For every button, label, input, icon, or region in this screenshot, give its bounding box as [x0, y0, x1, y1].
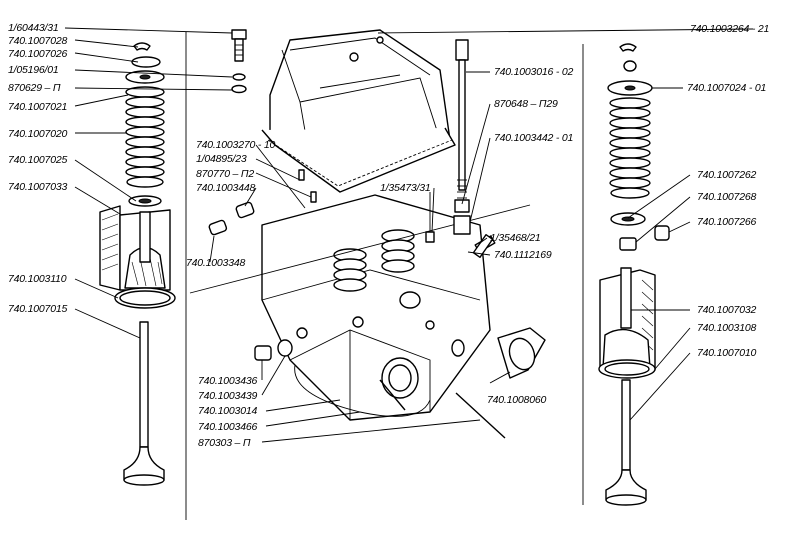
label-160443-31: 1/60443/31 — [8, 22, 59, 34]
label-1003110: 740.1003110 — [8, 273, 67, 285]
valve-cover — [261, 29, 456, 193]
label-1007015: 740.1007015 — [8, 303, 67, 315]
label-1003448: 740.1003448 — [196, 182, 255, 194]
label-1003016-02: 740.1003016 - 02 — [494, 66, 573, 78]
stud-top — [455, 39, 469, 61]
cylinder-head — [189, 194, 531, 421]
label-1003264-21: 740.1003264 - 21 — [690, 23, 769, 35]
label-1003436: 740.1003436 — [198, 375, 257, 387]
head-valve-springs — [333, 229, 415, 292]
label-1003466: 740.1003466 — [198, 421, 257, 433]
valve-spring-outer — [125, 86, 165, 188]
part-labels: 1/60443/31 740.1007028 740.1007026 1/051… — [8, 22, 769, 449]
cap-1007266 — [654, 225, 670, 241]
valve-spring-right — [609, 97, 651, 199]
plug-1003436 — [254, 345, 272, 361]
label-105196-01: 1/05196/01 — [8, 64, 59, 76]
leader-lines — [64, 27, 754, 443]
washer-1003439 — [277, 339, 293, 357]
valve-guide-left — [139, 211, 151, 263]
label-1007266: 740.1007266 — [697, 216, 756, 228]
label-1007026: 740.1007026 — [8, 48, 67, 60]
stud-assembly — [425, 39, 494, 259]
label-1007010: 740.1007010 — [697, 347, 756, 359]
label-870629: 870629 – П — [8, 82, 61, 94]
head-bolt-line — [189, 204, 531, 294]
bolt-head — [231, 29, 247, 40]
stud-shaft — [458, 59, 466, 191]
plug-1003448 — [235, 201, 255, 219]
label-1007262: 740.1007262 — [697, 169, 756, 181]
label-1003442-01: 740.1003442 - 01 — [494, 132, 573, 144]
label-1003439: 740.1003439 — [198, 390, 257, 402]
label-1007024-01: 740.1007024 - 01 — [687, 82, 766, 94]
left-valve-assembly — [99, 29, 247, 486]
valve-guide-right — [620, 267, 632, 329]
label-1007028: 740.1007028 — [8, 35, 67, 47]
label-1007021: 740.1007021 — [8, 101, 67, 113]
plug-1003348 — [208, 219, 228, 236]
label-135473-31: 1/35473/31 — [380, 182, 431, 194]
washer-2 — [231, 84, 247, 94]
valve-keeper — [133, 42, 151, 51]
sleeve-1003442 — [453, 215, 471, 235]
label-1112169: 740.1112169 — [494, 249, 552, 261]
label-1003270-10: 740.1003270 - 10 — [196, 139, 275, 151]
label-870648: 870648 – П29 — [494, 98, 558, 110]
label-135468-21: 1/35468/21 — [490, 232, 541, 244]
label-1007268: 740.1007268 — [697, 191, 756, 203]
label-870303: 870303 – П — [198, 437, 251, 449]
label-1003348: 740.1003348 — [186, 257, 245, 269]
bolt-135468 — [472, 233, 494, 259]
label-1007032: 740.1007032 — [697, 304, 756, 316]
label-1003108: 740.1003108 — [697, 322, 756, 334]
label-1008060: 740.1008060 — [487, 394, 546, 406]
right-valve-assembly — [598, 43, 670, 506]
label-1007020: 740.1007020 — [8, 128, 67, 140]
bottom-parts — [254, 327, 546, 439]
label-1003014: 740.1003014 — [198, 405, 257, 417]
seal-1007268 — [619, 237, 637, 251]
washer-small — [232, 73, 246, 81]
pin-870770 — [310, 191, 317, 203]
nut-870648 — [454, 199, 470, 213]
intake-valve-stem — [139, 321, 149, 448]
stud-870303 — [455, 392, 506, 439]
cover-gasket — [261, 127, 456, 193]
exhaust-valve-stem — [621, 379, 631, 471]
label-870770: 870770 – П2 — [196, 168, 254, 180]
label-1007033: 740.1007033 — [8, 181, 67, 193]
spring-cap-top — [131, 56, 161, 68]
label-104895-23: 1/04895/23 — [196, 153, 247, 165]
head-fragment-left — [99, 205, 121, 291]
label-1007025: 740.1007025 — [8, 154, 67, 166]
